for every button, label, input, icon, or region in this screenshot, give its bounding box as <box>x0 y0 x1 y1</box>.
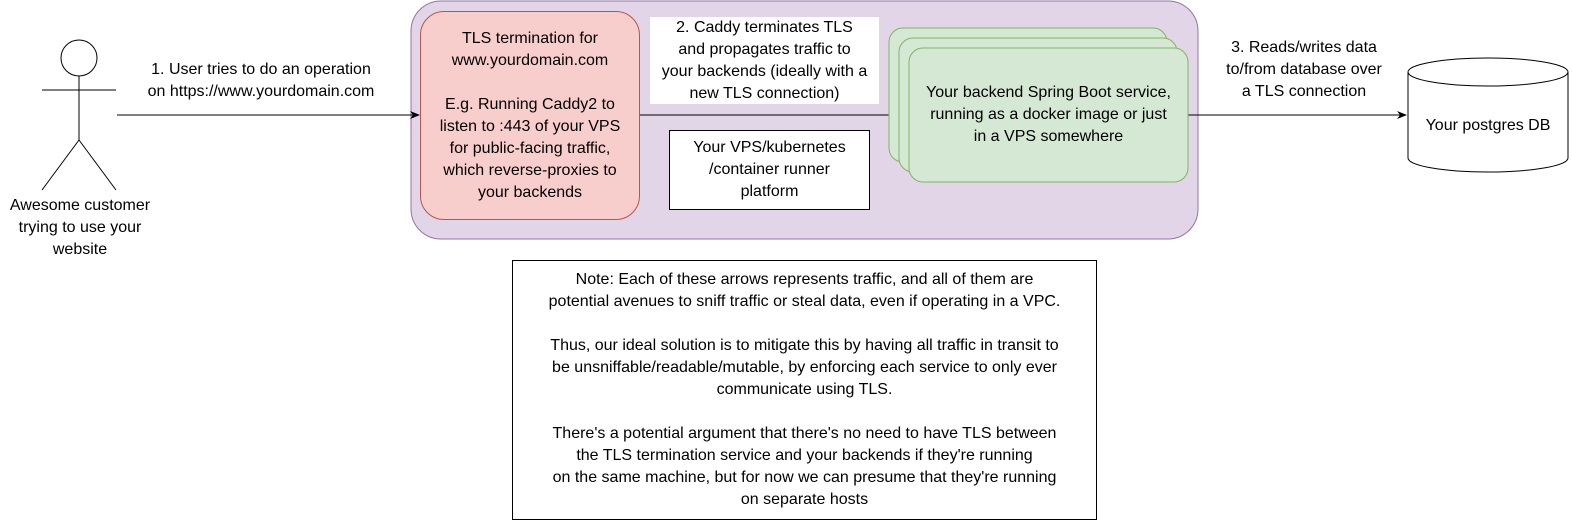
edge-label-backend-to-db: 3. Reads/writes data to/from database ov… <box>1226 39 1382 100</box>
edge-label-tls-to-backend: 2. Caddy terminates TLS and propagates t… <box>650 17 879 104</box>
backend-service-node: Your backend Spring Boot service, runnin… <box>926 84 1171 145</box>
edge-label-user-to-tls: 1. User tries to do an operation on http… <box>147 61 375 100</box>
database-body <box>1407 72 1569 173</box>
actor-figure <box>41 39 117 191</box>
database-cylinder <box>1407 57 1569 173</box>
actor-left-leg <box>41 139 80 191</box>
note-box: Note: Each of these arrows represents tr… <box>512 260 1097 520</box>
actor-label: Awesome customer trying to use your webs… <box>9 197 151 258</box>
tls-termination-node: TLS termination for www.yourdomain.com E… <box>420 11 640 220</box>
actor-right-leg <box>78 139 117 191</box>
platform-label: Your VPS/kubernetes /container runner pl… <box>669 130 870 210</box>
database-node-label: Your postgres DB <box>1425 117 1551 134</box>
database-top <box>1407 57 1569 87</box>
actor-head <box>60 39 98 77</box>
backend-stack-front <box>908 47 1189 183</box>
